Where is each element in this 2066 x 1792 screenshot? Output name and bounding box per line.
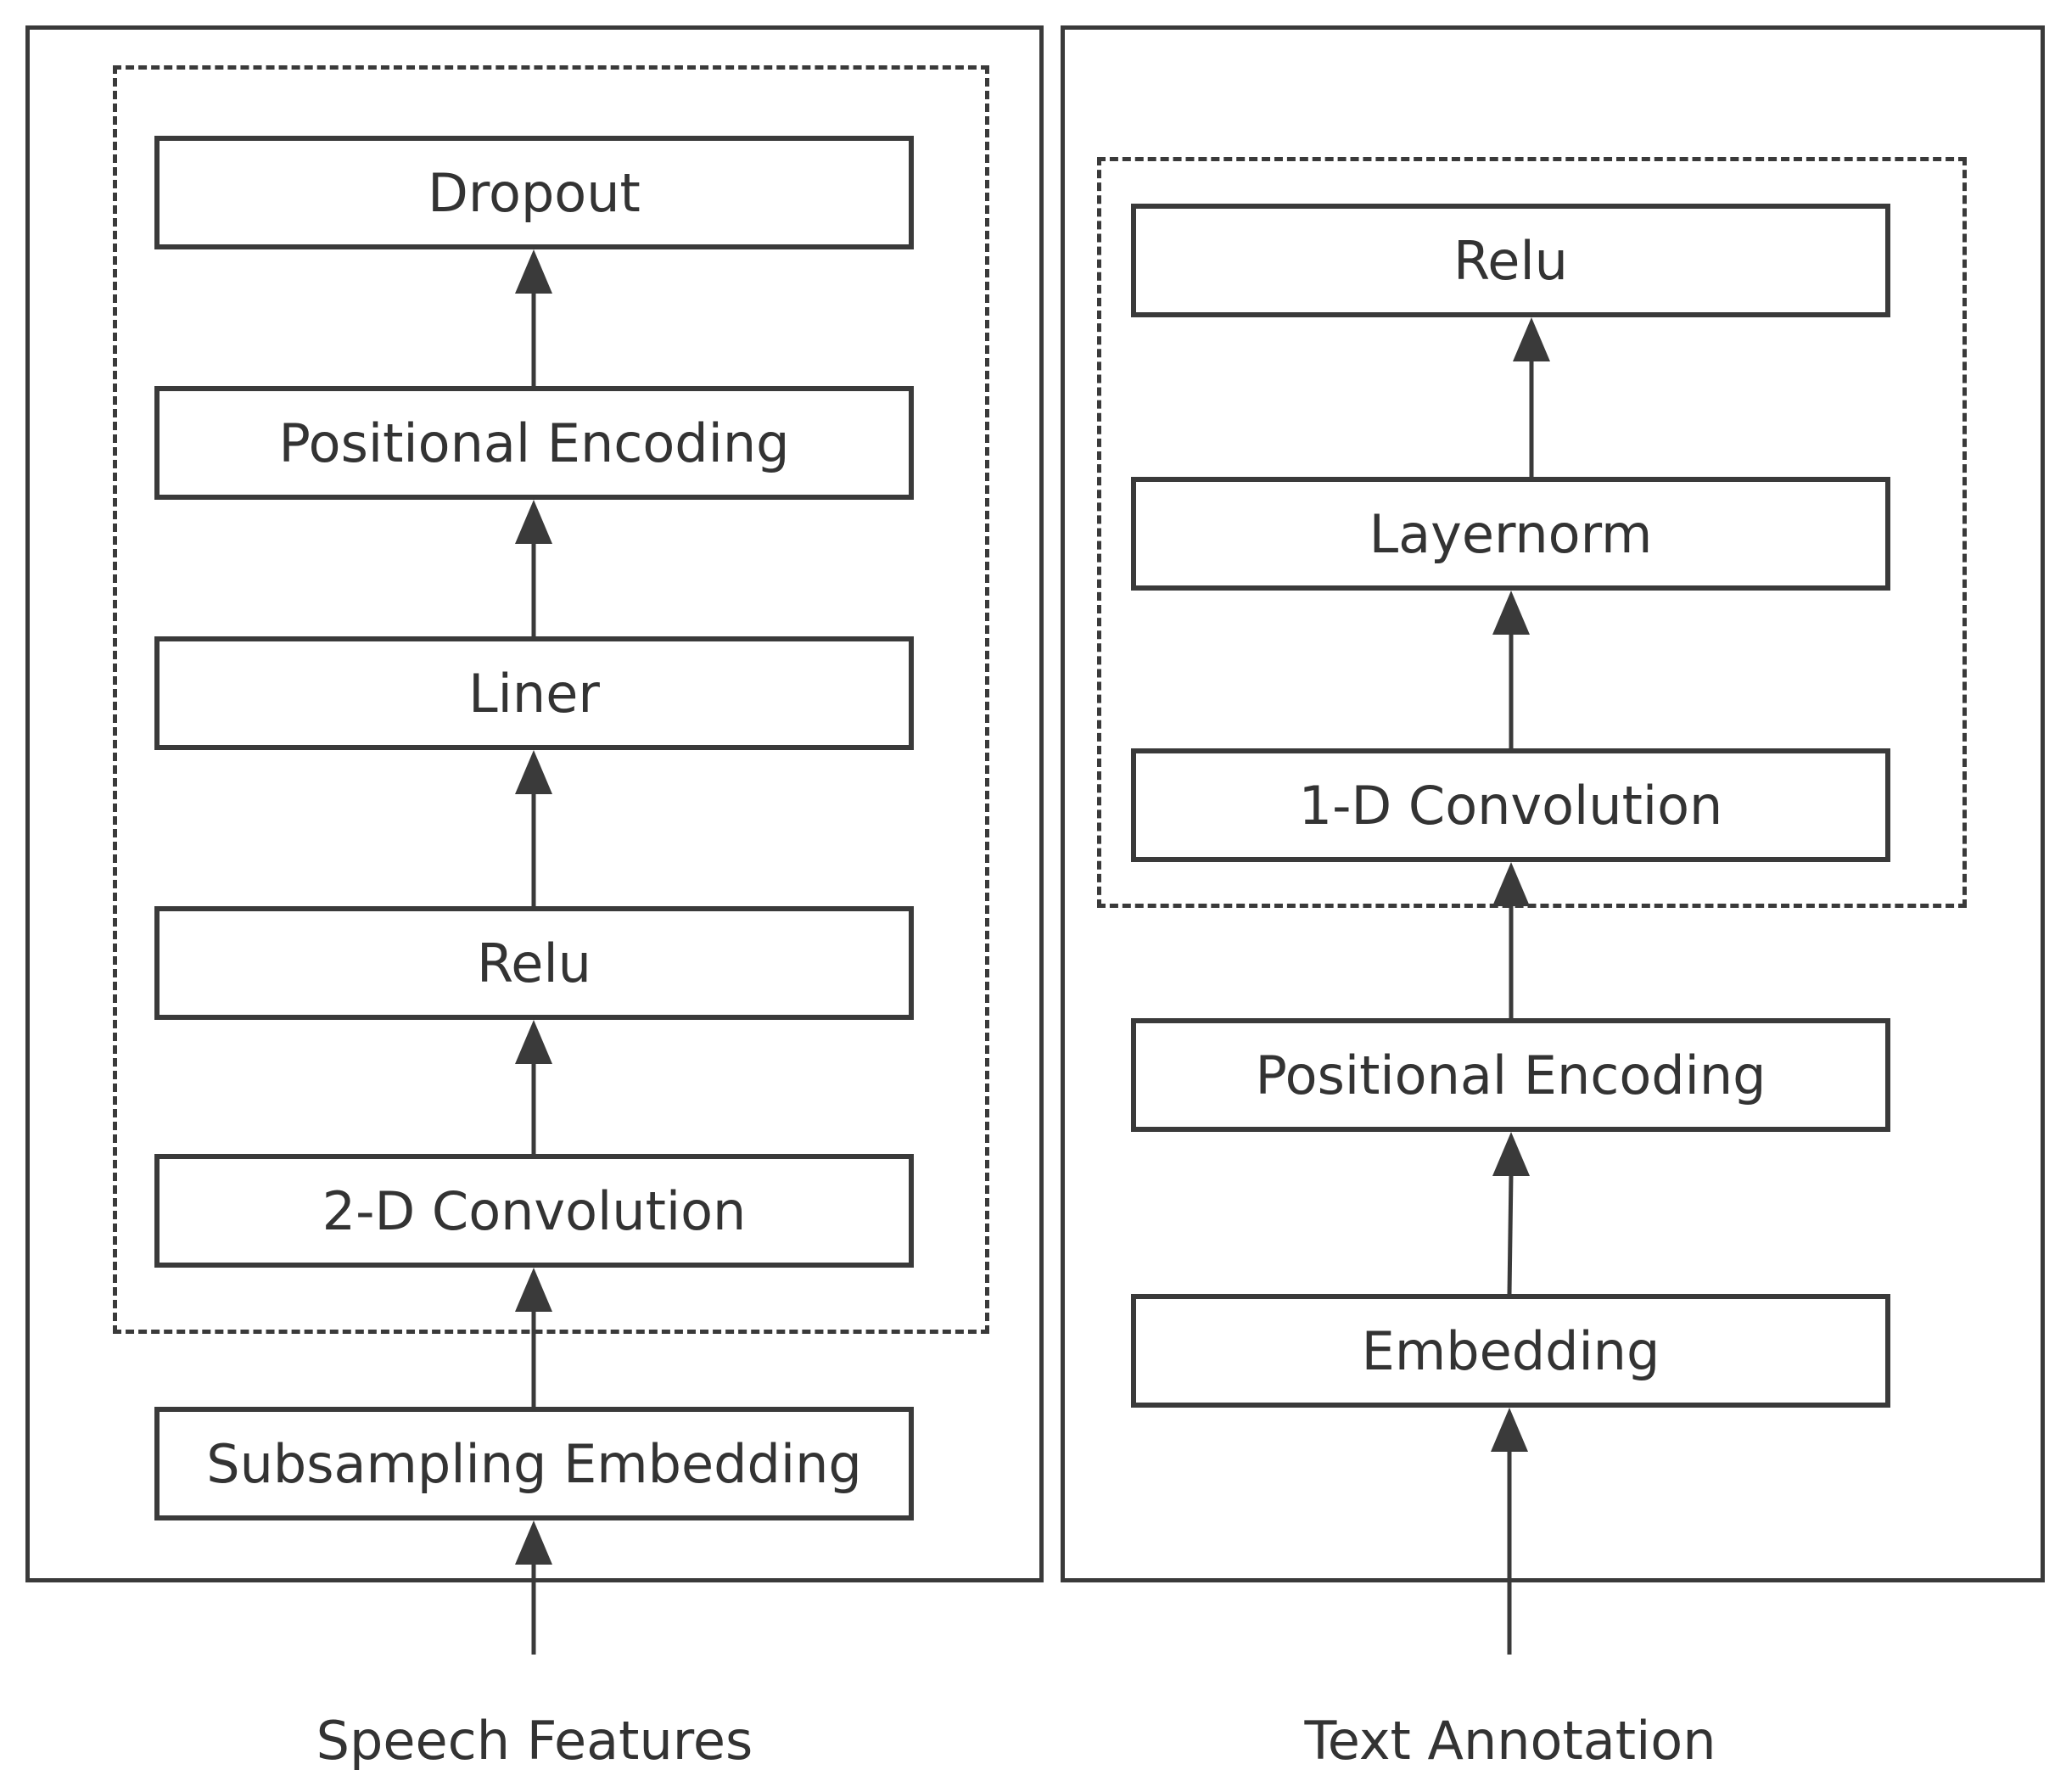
arrowhead-icon — [1513, 317, 1550, 361]
speech-features-label: Speech Features — [316, 1710, 753, 1772]
speech-subsampling-embedding-block: Subsampling Embedding — [154, 1407, 914, 1520]
arrowhead-icon — [515, 1268, 552, 1312]
text-layernorm-block: Layernorm — [1131, 477, 1890, 591]
arrowhead-icon — [515, 750, 552, 794]
text-annotation-label: Text Annotation — [1304, 1710, 1716, 1772]
speech-subsampling-group — [113, 65, 989, 1334]
text-relu-block: Relu — [1131, 204, 1890, 317]
speech-liner-block: Liner — [154, 636, 914, 750]
arrowhead-icon — [1492, 862, 1530, 906]
speech-dropout-block: Dropout — [154, 136, 914, 249]
arrowhead-icon — [515, 249, 552, 294]
arrowhead-icon — [1491, 1408, 1528, 1452]
speech-positional-encoding-block: Positional Encoding — [154, 386, 914, 500]
arrowhead-icon — [1492, 591, 1530, 635]
speech-relu-block: Relu — [154, 906, 914, 1020]
arrowhead-icon — [515, 500, 552, 544]
arrowhead-icon — [515, 1520, 552, 1565]
text-encoder-group — [1097, 157, 1967, 908]
text-positional-encoding-block: Positional Encoding — [1131, 1018, 1890, 1132]
arrowhead-icon — [1492, 1132, 1530, 1176]
arrowhead-icon — [515, 1020, 552, 1064]
arrow-embedding-to-positional — [1507, 1173, 1514, 1295]
text-embedding-block: Embedding — [1131, 1294, 1890, 1408]
speech-2d-convolution-block: 2-D Convolution — [154, 1154, 914, 1268]
text-1d-convolution-block: 1-D Convolution — [1131, 748, 1890, 862]
